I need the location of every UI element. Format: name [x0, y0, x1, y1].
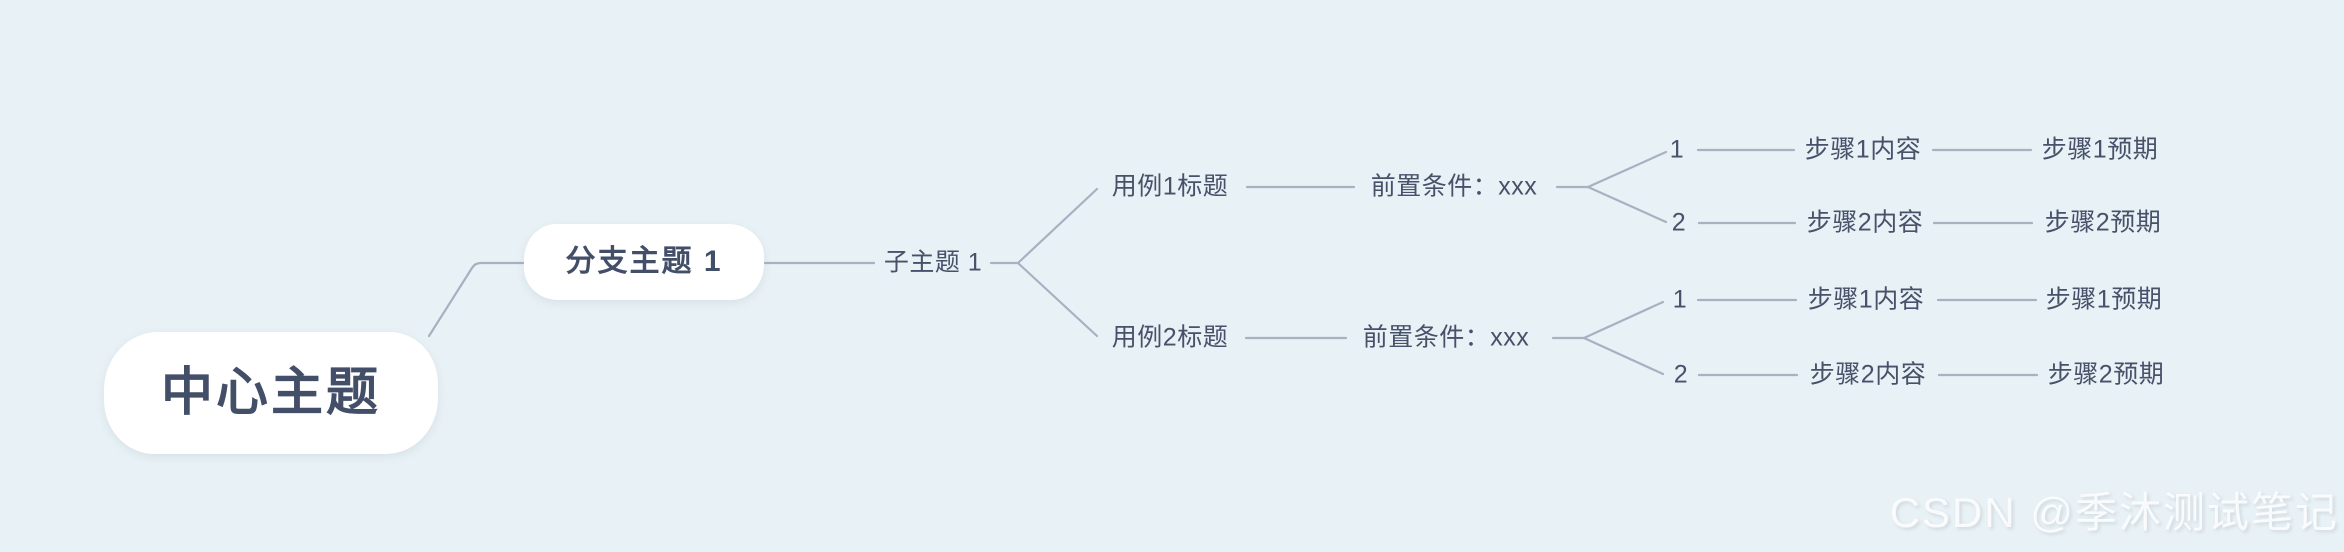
node-usecase2-title[interactable]: 用例2标题 — [1111, 323, 1229, 352]
node-branch-topic-1[interactable]: 分支主题 1 — [524, 224, 764, 300]
node-usecase1-title[interactable]: 用例1标题 — [1111, 172, 1229, 201]
node-usecase1-precondition[interactable]: 前置条件：xxx — [1370, 172, 1538, 201]
node-uc2-step2-content[interactable]: 步骤2内容 — [1809, 360, 1927, 389]
node-uc2-step1-expected[interactable]: 步骤1预期 — [2045, 285, 2163, 314]
connector-central-to-branch — [427, 261, 525, 338]
node-uc2-step1-content[interactable]: 步骤1内容 — [1807, 285, 1925, 314]
node-subtopic-1[interactable]: 子主题 1 — [883, 248, 983, 277]
connector-subtopic-to-usecase1 — [1016, 187, 1099, 265]
node-uc2-step2-expected[interactable]: 步骤2预期 — [2047, 360, 2165, 389]
connector-precondition1-to-step1 — [1586, 150, 1668, 189]
node-uc1-step1-content[interactable]: 步骤1内容 — [1804, 135, 1922, 164]
node-uc1-step1-expected[interactable]: 步骤1预期 — [2041, 135, 2159, 164]
connector-precondition2-to-step1 — [1582, 300, 1665, 340]
node-usecase2-precondition[interactable]: 前置条件：xxx — [1362, 323, 1530, 352]
node-uc1-step2-number[interactable]: 2 — [1671, 208, 1687, 237]
connector-precondition1-to-step2 — [1586, 185, 1668, 224]
node-uc2-step2-number[interactable]: 2 — [1673, 360, 1689, 389]
node-uc1-step1-number[interactable]: 1 — [1669, 135, 1685, 164]
node-central-topic[interactable]: 中心主题 — [104, 332, 438, 454]
connector-subtopic-to-usecase2 — [1016, 261, 1099, 338]
connector-precondition2-to-step2 — [1582, 336, 1665, 376]
node-uc2-step1-number[interactable]: 1 — [1672, 285, 1688, 314]
node-uc1-step2-expected[interactable]: 步骤2预期 — [2044, 208, 2162, 237]
node-uc1-step2-content[interactable]: 步骤2内容 — [1806, 208, 1924, 237]
